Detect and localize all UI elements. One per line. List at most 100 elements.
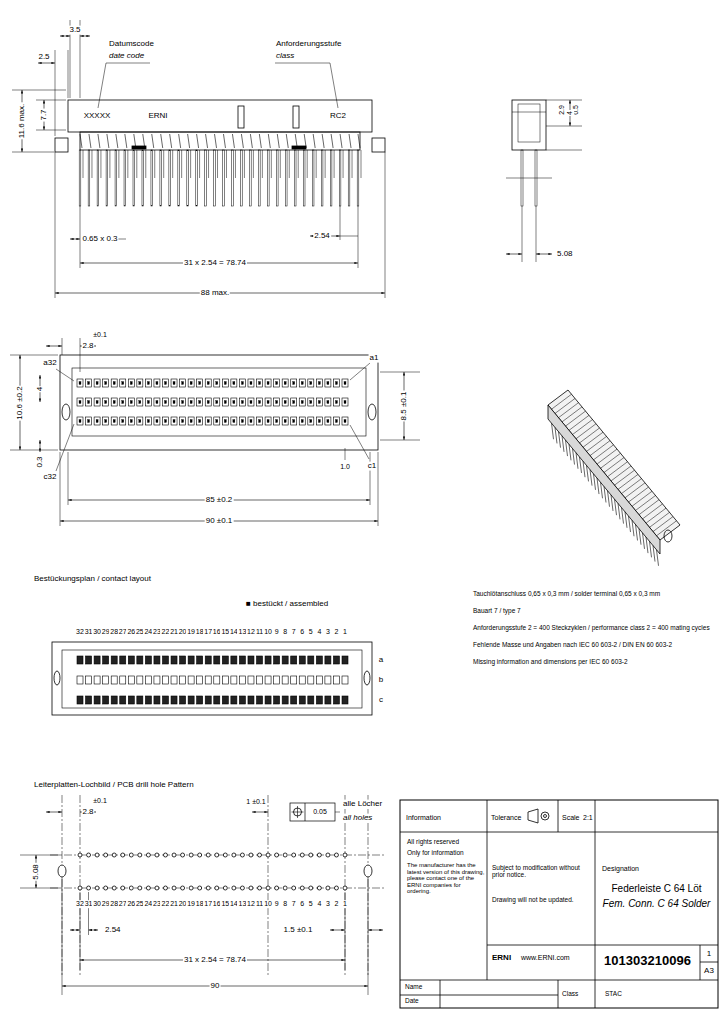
row-letter: c: [378, 696, 384, 705]
contact-cavity: [239, 417, 245, 425]
drill-hole: [121, 853, 125, 857]
empty-cavity: [265, 676, 271, 684]
drill-hole: [87, 886, 91, 890]
assembled-contact: [137, 696, 143, 704]
contact-cavity: [342, 398, 348, 406]
contact-spring: [207, 401, 209, 404]
assembled-contact: [197, 656, 203, 664]
contact-cavity: [205, 417, 211, 425]
solder-pin: [226, 150, 227, 178]
drill-hole: [258, 886, 262, 890]
pcb-line: [506, 178, 552, 179]
projection-symbol: [544, 815, 547, 818]
assembled-contact: [257, 696, 263, 704]
leader-line: [56, 424, 74, 471]
isometric-hatch: [604, 458, 624, 473]
drill-hole: [223, 853, 227, 857]
dimension-value: 10.6 ±0.2: [16, 385, 25, 420]
contact-spring: [267, 420, 269, 423]
extension-line: [380, 372, 420, 373]
isometric-pin: [580, 457, 582, 473]
contact-field: [62, 650, 362, 708]
dimension-value: 88 max.: [200, 289, 230, 298]
solder-pin: [178, 150, 180, 206]
center-line: [80, 795, 81, 975]
extension-line: [358, 206, 359, 268]
spec-note: Bauart 7 / type 7: [472, 607, 714, 614]
assembled-contact: [197, 696, 203, 704]
isometric-pin: [594, 474, 596, 490]
contact-cavity: [205, 379, 211, 387]
drill-hole: [275, 853, 279, 857]
drill-hole: [138, 886, 142, 890]
title-block: [400, 800, 718, 1008]
contact: [331, 134, 333, 148]
leader-line: [56, 369, 74, 381]
contact-cavity: [248, 398, 254, 406]
contact-spring: [318, 401, 320, 404]
leader-line: [350, 425, 369, 459]
extension-line: [12, 90, 66, 91]
contact-spring: [105, 382, 107, 385]
dimension-value: 2.8: [81, 342, 94, 351]
assembled-contact: [188, 656, 194, 664]
drill-hole: [146, 853, 150, 857]
isometric-hatch: [636, 495, 656, 510]
extension-line: [36, 100, 66, 101]
contact-spring: [284, 420, 286, 423]
drill-hole: [317, 853, 321, 857]
dimension-line: [46, 346, 62, 347]
isometric-hatch: [552, 394, 572, 409]
contact-cavity: [197, 398, 203, 406]
solder-pin: [271, 150, 272, 178]
callout-label: alle Löcher: [342, 800, 383, 809]
contact: [161, 134, 163, 148]
solder-pin: [208, 150, 209, 178]
extension-line: [62, 338, 63, 355]
drill-hole: [155, 853, 159, 857]
isometric-hatch: [597, 449, 617, 464]
empty-cavity: [248, 676, 254, 684]
solder-pin: [199, 150, 200, 178]
contact-cavity: [291, 379, 297, 387]
isometric-pin: [555, 427, 557, 443]
marking-text: ERNI: [147, 112, 168, 121]
contact-cavity: [274, 379, 280, 387]
contact-spring: [190, 401, 192, 404]
contact: [313, 134, 315, 148]
assembled-contact: [265, 696, 271, 704]
assembled-contact: [274, 696, 280, 704]
website: www.ERNI.com: [520, 954, 571, 962]
solder-pin: [334, 150, 335, 178]
solder-pin: [217, 150, 218, 178]
isometric-pin: [615, 499, 617, 515]
assembled-contact: [342, 696, 348, 704]
contact-cavity: [265, 379, 271, 387]
contact-cavity: [518, 104, 540, 142]
title-block-line: [700, 945, 701, 980]
contact-spring: [173, 401, 175, 404]
drill-hole: [334, 886, 338, 890]
assembled-contact: [94, 696, 100, 704]
contact-spring: [284, 382, 286, 385]
contact-cavity: [257, 417, 263, 425]
contact-cavity: [162, 379, 168, 387]
rights-note: All rights reserved: [406, 838, 488, 845]
drill-hole: [317, 886, 321, 890]
isometric-pin: [650, 541, 652, 557]
extension-line: [55, 152, 56, 298]
pin-number: 7: [291, 900, 297, 908]
contact-cavity: [188, 379, 194, 387]
contact-spring: [199, 420, 201, 423]
contact-cavity: [171, 379, 177, 387]
contact: [125, 134, 127, 148]
dimension-line: [89, 930, 99, 931]
contact-spring: [267, 401, 269, 404]
contact-spring: [293, 420, 295, 423]
extension-line: [68, 50, 69, 98]
contact-spring: [96, 420, 98, 423]
empty-cavity: [214, 676, 220, 684]
contact-spring: [164, 401, 166, 404]
leader-line: [350, 363, 370, 380]
isometric-hatch: [653, 517, 673, 532]
